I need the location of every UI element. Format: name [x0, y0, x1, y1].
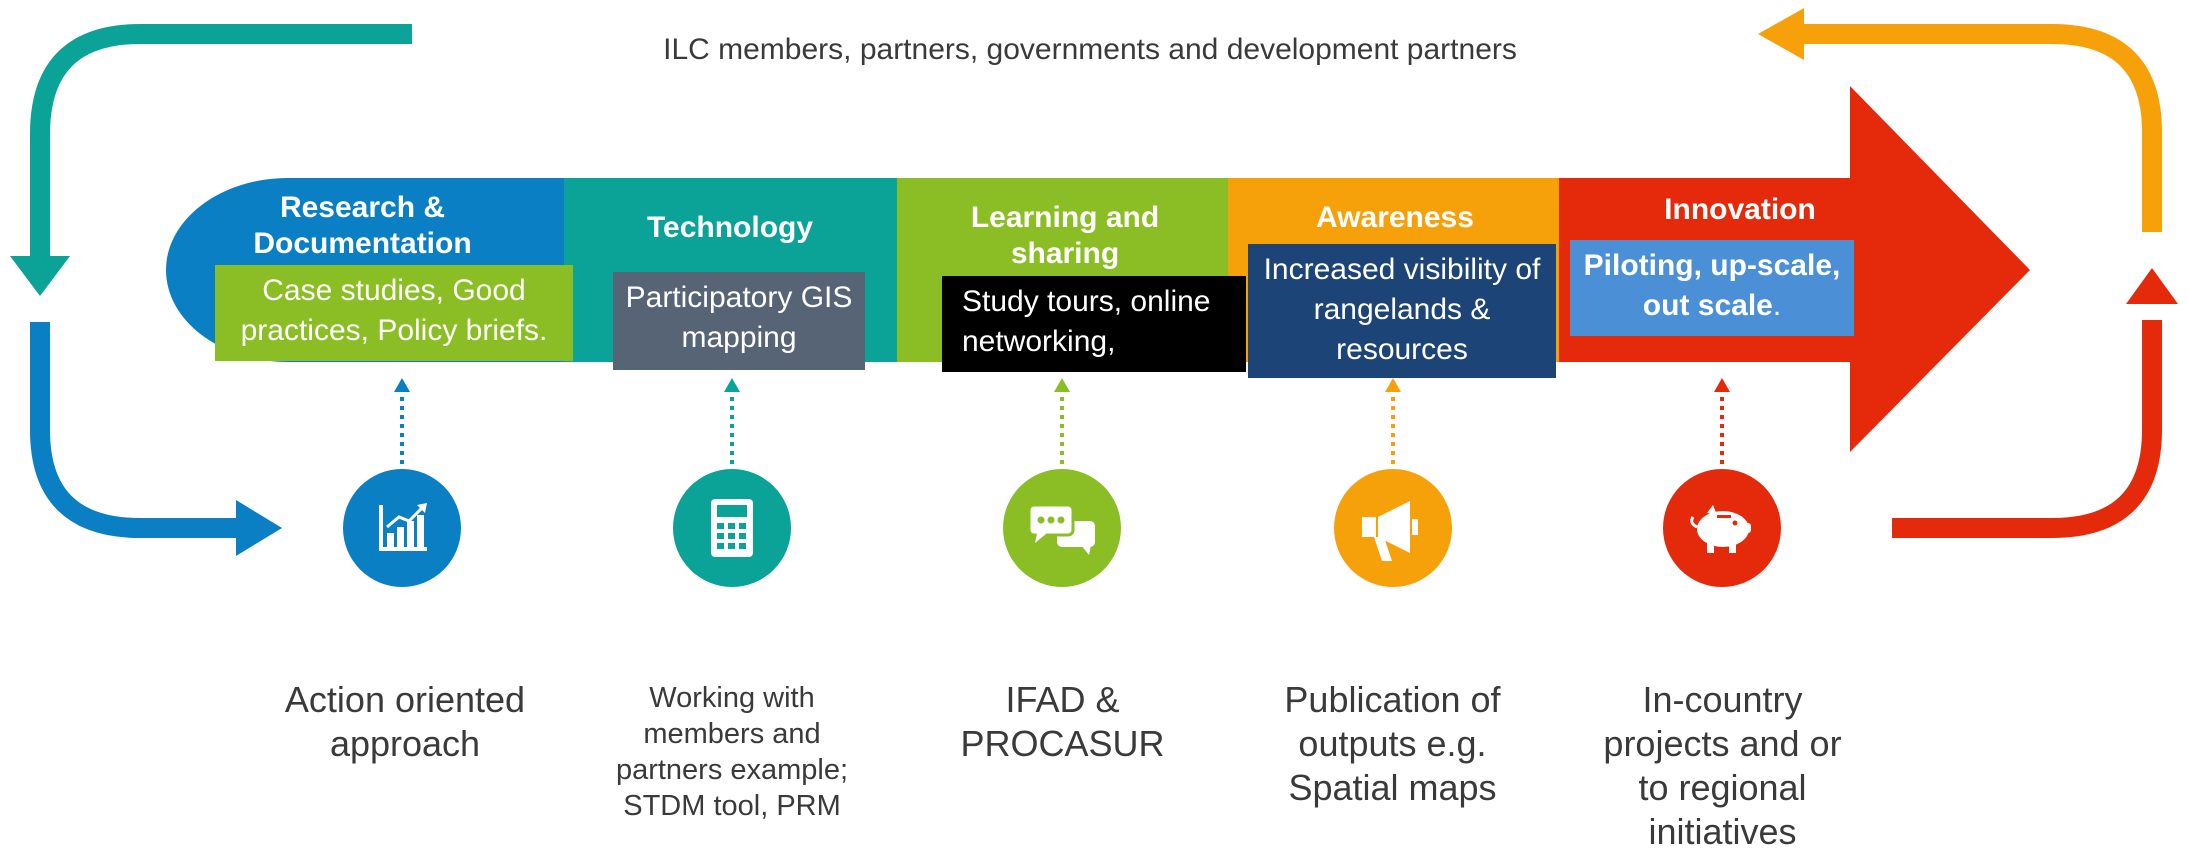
bottom-label-learning: IFAD & PROCASUR: [960, 679, 1165, 764]
stage-box-innovation: Piloting, up-scale, out scale.: [1570, 240, 1854, 336]
stage-title-learning: Learning and sharing: [970, 201, 1160, 270]
teal-loop-arrow: [10, 24, 412, 296]
calculator-icon: [673, 469, 791, 587]
stage-box-awareness: Increased visibility of rangelands & res…: [1248, 244, 1556, 378]
bottom-label-technology: Working with members and partners exampl…: [615, 682, 849, 822]
innovation-box-bold: Piloting, up-scale, out scale: [1583, 249, 1841, 322]
innovation-box-tail: .: [1772, 289, 1782, 322]
red-loop-arrow: [1892, 268, 2178, 538]
megaphone-icon: [1334, 469, 1452, 587]
header-caption: ILC members, partners, governments and d…: [663, 33, 1517, 66]
bottom-label-innovation: In-country projects and or to regional i…: [1603, 679, 1842, 852]
stage-title-technology: Technology: [646, 211, 814, 244]
stage-title-research: Research & Documentation: [253, 191, 472, 260]
stage-box-research: Case studies, Good practices, Policy bri…: [215, 265, 573, 361]
bottom-label-research: Action oriented approach: [284, 679, 526, 764]
stage-title-awareness: Awareness: [1316, 201, 1474, 234]
piggy-bank-icon: [1663, 469, 1781, 587]
connector-learning: [1054, 378, 1070, 464]
connector-research: [394, 378, 410, 464]
connector-technology: [724, 378, 740, 464]
stage-title-innovation: Innovation: [1664, 193, 1816, 226]
stage-box-technology: Participatory GIS mapping: [613, 272, 865, 370]
stage-box-learning: Study tours, online networking,: [942, 276, 1246, 372]
connector-innovation: [1714, 378, 1730, 464]
connector-awareness: [1385, 378, 1401, 464]
bottom-label-awareness: Publication of outputs e.g. Spatial maps: [1284, 679, 1501, 808]
blue-loop-arrow: [30, 322, 282, 556]
growth-chart-icon: [343, 469, 461, 587]
orange-loop-arrow: [1758, 8, 2162, 232]
chat-bubbles-icon: [1003, 469, 1121, 587]
